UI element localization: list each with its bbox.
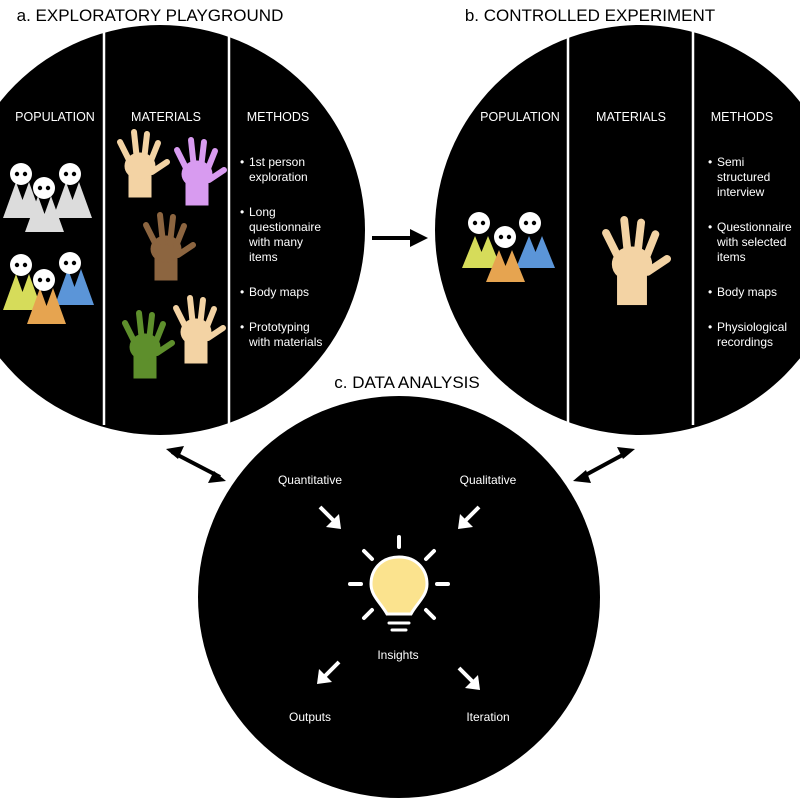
iteration-label: Iteration xyxy=(466,710,509,724)
arrow-down-left-icon xyxy=(317,660,341,684)
lightbulb-icon xyxy=(348,535,450,632)
arrow-down-left-icon xyxy=(458,505,481,529)
materials-header: MATERIALS xyxy=(596,110,666,124)
outputs-label: Outputs xyxy=(289,710,331,724)
arrow-down-right-icon xyxy=(318,505,341,529)
double-arrow-icon xyxy=(573,447,635,483)
population-header: POPULATION xyxy=(15,110,95,124)
methods-header: METHODS xyxy=(247,110,310,124)
method-item: •Body maps xyxy=(240,285,309,299)
panel-a-title: a. EXPLORATORY PLAYGROUND xyxy=(17,6,284,25)
quantitative-label: Quantitative xyxy=(278,473,342,487)
colored-people-group-icon xyxy=(462,212,555,282)
colored-people-group-icon xyxy=(3,252,94,324)
methods-header: METHODS xyxy=(711,110,774,124)
arrow-right-icon xyxy=(372,229,428,247)
arrow-down-right-icon xyxy=(457,666,480,690)
population-header: POPULATION xyxy=(480,110,560,124)
panel-b-title: b. CONTROLLED EXPERIMENT xyxy=(465,6,715,25)
materials-header: MATERIALS xyxy=(131,110,201,124)
method-item: •Body maps xyxy=(708,285,777,299)
insights-label: Insights xyxy=(377,648,418,662)
qualitative-label: Qualitative xyxy=(460,473,517,487)
double-arrow-icon xyxy=(166,446,226,483)
grey-people-group-icon xyxy=(3,163,92,232)
panel-b-circle xyxy=(435,25,800,435)
panel-c-title: c. DATA ANALYSIS xyxy=(334,373,480,392)
